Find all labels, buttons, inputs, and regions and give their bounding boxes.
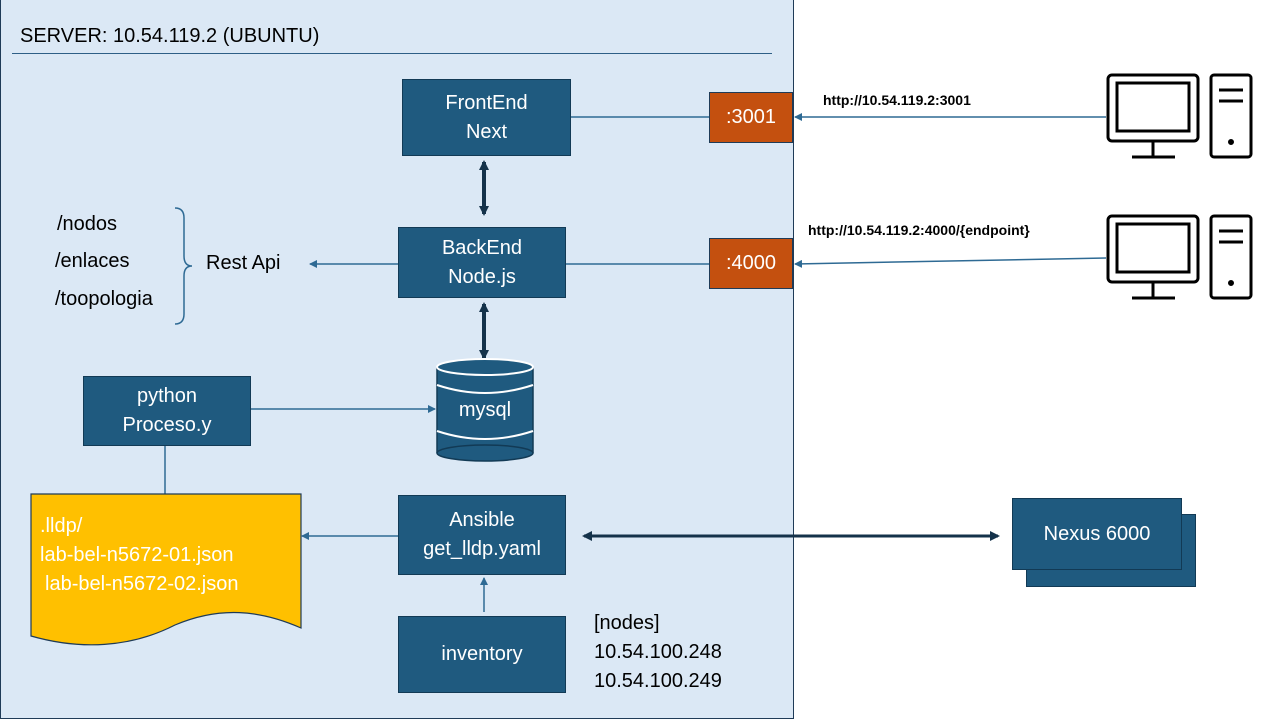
rest-endpoint: /enlaces [55, 250, 130, 272]
ansible-title: Ansible [449, 509, 515, 531]
document-shape [30, 493, 302, 646]
inventory-nodes: [nodes] 10.54.100.248 10.54.100.249 [594, 609, 722, 696]
backend-title: BackEnd [441, 236, 523, 259]
database-cylinder-icon [436, 358, 534, 462]
inventory-label: inventory [441, 643, 523, 665]
port-3001: :3001 [709, 92, 793, 143]
database-label: mysql [458, 399, 512, 421]
client-url-frontend: http://10.54.119.2:3001 [823, 92, 971, 108]
backend-box: BackEnd Node.js [398, 227, 566, 298]
desktop-computer-icon [1106, 73, 1253, 159]
lldp-folder: .lldp/ [40, 515, 83, 537]
nexus-label: Nexus 6000 [1043, 522, 1151, 545]
frontend-box: FrontEnd Next [402, 79, 571, 156]
port-4000: :4000 [709, 238, 793, 289]
lldp-document-text: .lldp/ lab-bel-n5672-01.json lab-bel-n56… [40, 512, 238, 599]
rest-endpoint: /nodos [57, 213, 118, 235]
ansible-box: Ansible get_lldp.yaml [398, 495, 566, 575]
lldp-file: lab-bel-n5672-01.json [40, 544, 234, 566]
inventory-box: inventory [398, 616, 566, 693]
desktop-computer-icon [1106, 214, 1253, 300]
lldp-file: lab-bel-n5672-02.json [45, 573, 239, 595]
inventory-node: 10.54.100.248 [594, 641, 722, 663]
client2-arrow [794, 257, 1107, 268]
nexus-box: Nexus 6000 [1012, 498, 1182, 570]
frontend-title: FrontEnd [445, 91, 528, 114]
client-url-backend: http://10.54.119.2:4000/{endpoint} [808, 222, 1030, 238]
server-title-divider [12, 53, 772, 54]
inventory-node: 10.54.100.249 [594, 670, 722, 692]
rest-endpoint: /toopologia [55, 288, 153, 310]
ansible-playbook: get_lldp.yaml [423, 538, 541, 560]
rest-api-label: Rest Api [206, 252, 281, 274]
backend-framework: Node.js [448, 265, 516, 288]
python-title: python [136, 385, 198, 407]
python-box: python Proceso.y [83, 376, 251, 446]
curly-brace-icon [174, 207, 193, 325]
server-title: SERVER: 10.54.119.2 (UBUNTU) [20, 25, 320, 47]
inventory-nodes-header: [nodes] [594, 612, 660, 634]
python-script: Proceso.y [122, 414, 212, 436]
frontend-framework: Next [465, 120, 508, 143]
